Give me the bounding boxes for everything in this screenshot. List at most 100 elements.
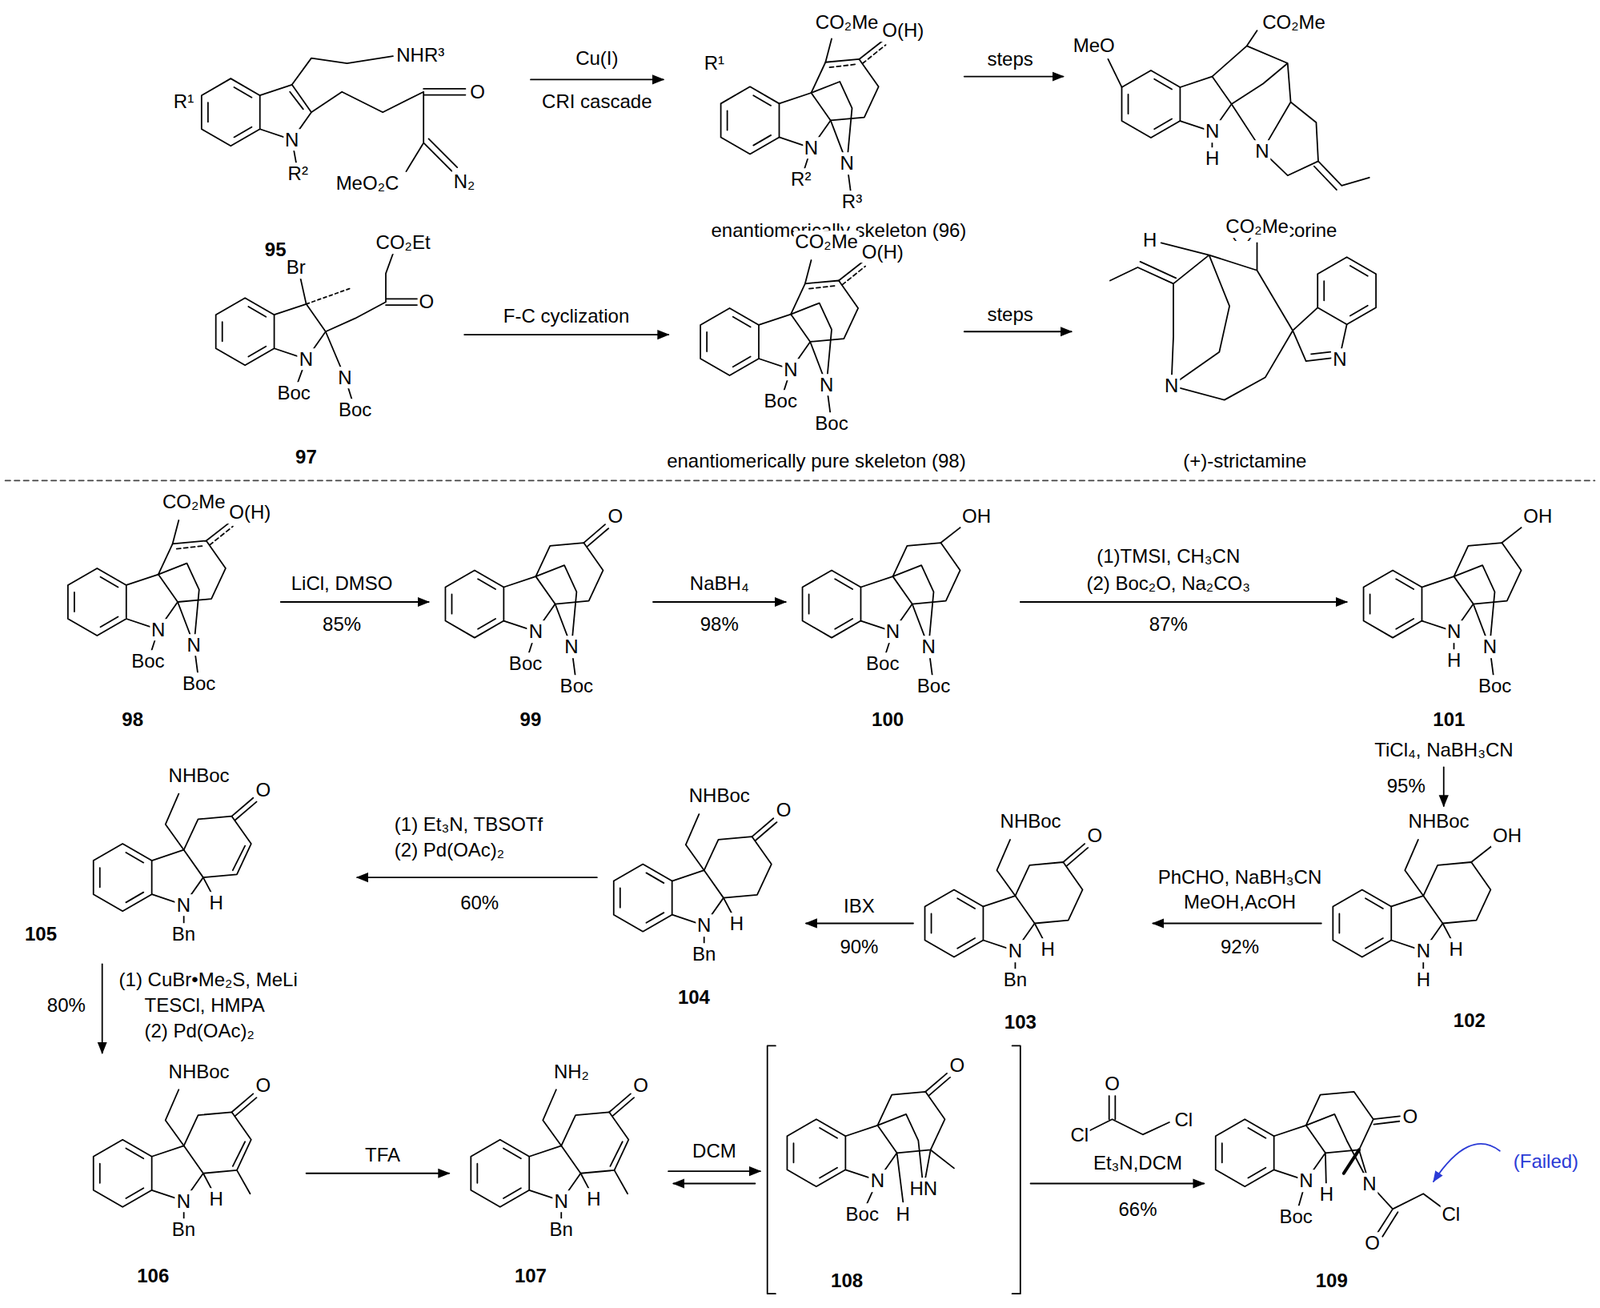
text-label: (+)-strictamine [1181, 449, 1308, 473]
text-label: OH [1521, 505, 1554, 528]
text-label: NHBoc [998, 810, 1063, 833]
bracket [767, 1045, 1021, 1294]
compound-109 [1215, 1091, 1452, 1237]
text-label: NHBoc [167, 1060, 232, 1083]
text-label: N [553, 1190, 570, 1213]
text-label: F-C cyclization [501, 304, 631, 328]
text-label: N [175, 1190, 193, 1213]
text-label: Boc [275, 381, 312, 405]
text-label: 95% [1385, 774, 1428, 798]
text-label: H [1141, 228, 1159, 252]
compound-number: 102 [1451, 1009, 1488, 1032]
compound-107 [470, 1089, 634, 1230]
text-label: Boc [336, 399, 373, 422]
text-label: O [605, 505, 625, 528]
text-label: 87% [1147, 613, 1190, 636]
text-label: N [1253, 140, 1271, 163]
text-label: Cl [1173, 1108, 1195, 1131]
compound-number: 106 [135, 1264, 171, 1288]
text-label: Boc [507, 652, 544, 675]
text-label: R¹ [172, 91, 196, 114]
text-label: N [781, 358, 799, 381]
text-label: N [1203, 120, 1221, 144]
text-label: (2) Pd(OAc)₂ [392, 838, 506, 862]
text-label: 66% [1116, 1198, 1159, 1221]
text-label: steps [985, 48, 1035, 71]
text-label: N [1006, 939, 1024, 963]
strictamine-structure [1110, 242, 1376, 400]
compound-number: 97 [293, 445, 319, 469]
text-label: (1)TMSI, CH₃CN [1094, 545, 1242, 568]
text-label: Cu(I) [573, 47, 620, 70]
compound-102 [1332, 839, 1495, 980]
text-label: Boc [844, 1203, 881, 1226]
failed-arrow [1433, 1143, 1500, 1182]
text-label: 85% [320, 613, 363, 636]
text-label: Boc [1476, 674, 1513, 698]
text-label: (2) Pd(OAc)₂ [142, 1019, 256, 1043]
text-label: O [254, 778, 273, 802]
text-label: N [838, 152, 855, 175]
text-label: Cl [1068, 1123, 1091, 1147]
text-label: IBX [842, 894, 877, 918]
text-label: N [919, 635, 937, 658]
text-label: N [1445, 620, 1463, 643]
text-label: Boc [762, 389, 799, 413]
compound-number: 107 [513, 1264, 549, 1288]
text-label: N₂ [452, 170, 478, 193]
text-label: N [1481, 635, 1499, 658]
compound-number: 103 [1002, 1011, 1039, 1035]
text-label: 90% [838, 935, 880, 959]
text-label: CRI cascade [540, 91, 654, 114]
text-label: O [1086, 824, 1105, 847]
text-label: OH [1491, 824, 1524, 847]
text-label: NH₂ [552, 1060, 591, 1083]
annotation: (Failed) [1511, 1150, 1580, 1173]
text-label: N [562, 635, 580, 658]
text-label: NaBH₄ [688, 572, 751, 595]
text-label: CO₂Me [1260, 11, 1328, 34]
text-label: O [631, 1074, 650, 1098]
text-label: Boc [813, 412, 850, 435]
text-label: CO₂Me [160, 490, 228, 514]
text-label: LiCl, DMSO [289, 572, 395, 595]
text-label: MeO₂C [334, 172, 402, 196]
text-label: Bn [1002, 968, 1029, 991]
text-label: TFA [363, 1143, 402, 1167]
text-label: Bn [170, 1218, 197, 1241]
text-label: H [1039, 938, 1057, 961]
text-label: 98% [698, 613, 741, 636]
text-label: (1) CuBr•Me₂S, MeLi [117, 968, 300, 991]
text-label: Bn [547, 1218, 574, 1241]
text-label: H [1445, 649, 1463, 672]
vincorine-structure [1107, 30, 1369, 190]
text-label: N [1297, 1169, 1315, 1192]
text-label: 80% [45, 994, 88, 1017]
text-label: N [1331, 348, 1348, 371]
compound-number: 108 [829, 1269, 865, 1292]
text-label: H [1203, 147, 1221, 170]
compound-103 [925, 839, 1089, 980]
text-label: R¹ [702, 52, 726, 75]
text-label: H [208, 891, 225, 915]
compound-99 [445, 524, 609, 686]
text-label: Bn [170, 922, 197, 946]
compound-number: 99 [518, 708, 544, 731]
text-label: NHBoc [687, 785, 752, 808]
text-label: Et₃N,DCM [1091, 1152, 1184, 1175]
text-label: H [728, 912, 746, 935]
text-label: NHR³ [394, 44, 446, 67]
text-label: PhCHO, NaBH₃CN [1156, 866, 1324, 890]
compound-104 [613, 814, 778, 955]
compound-101 [1363, 524, 1526, 686]
compound-98 [68, 520, 233, 684]
text-label: Boc [558, 674, 595, 698]
text-label: O [1363, 1231, 1382, 1255]
text-label: H [208, 1187, 225, 1211]
compound-95 [201, 56, 466, 174]
text-label: H [1415, 968, 1432, 991]
text-label: 92% [1219, 935, 1261, 959]
text-label: N [884, 620, 902, 643]
text-label: MeOH,AcOH [1182, 890, 1298, 914]
